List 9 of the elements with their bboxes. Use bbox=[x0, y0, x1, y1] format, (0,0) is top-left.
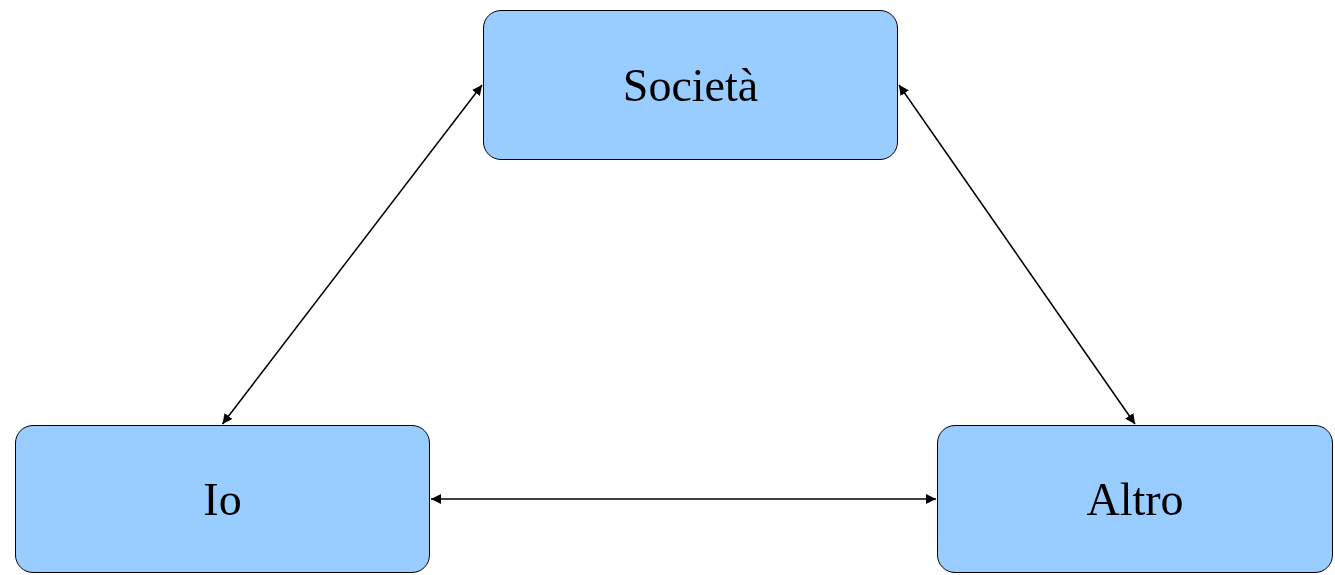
rounded-box bbox=[937, 425, 1333, 573]
box-label: Altro bbox=[1086, 472, 1184, 526]
box-label: Società bbox=[622, 58, 759, 112]
double-arrow bbox=[221, 84, 483, 425]
rounded-box bbox=[483, 10, 898, 160]
double-arrow bbox=[898, 84, 1136, 425]
double-arrow bbox=[430, 494, 937, 504]
box-label: Io bbox=[203, 472, 242, 526]
rounded-box bbox=[15, 425, 430, 573]
